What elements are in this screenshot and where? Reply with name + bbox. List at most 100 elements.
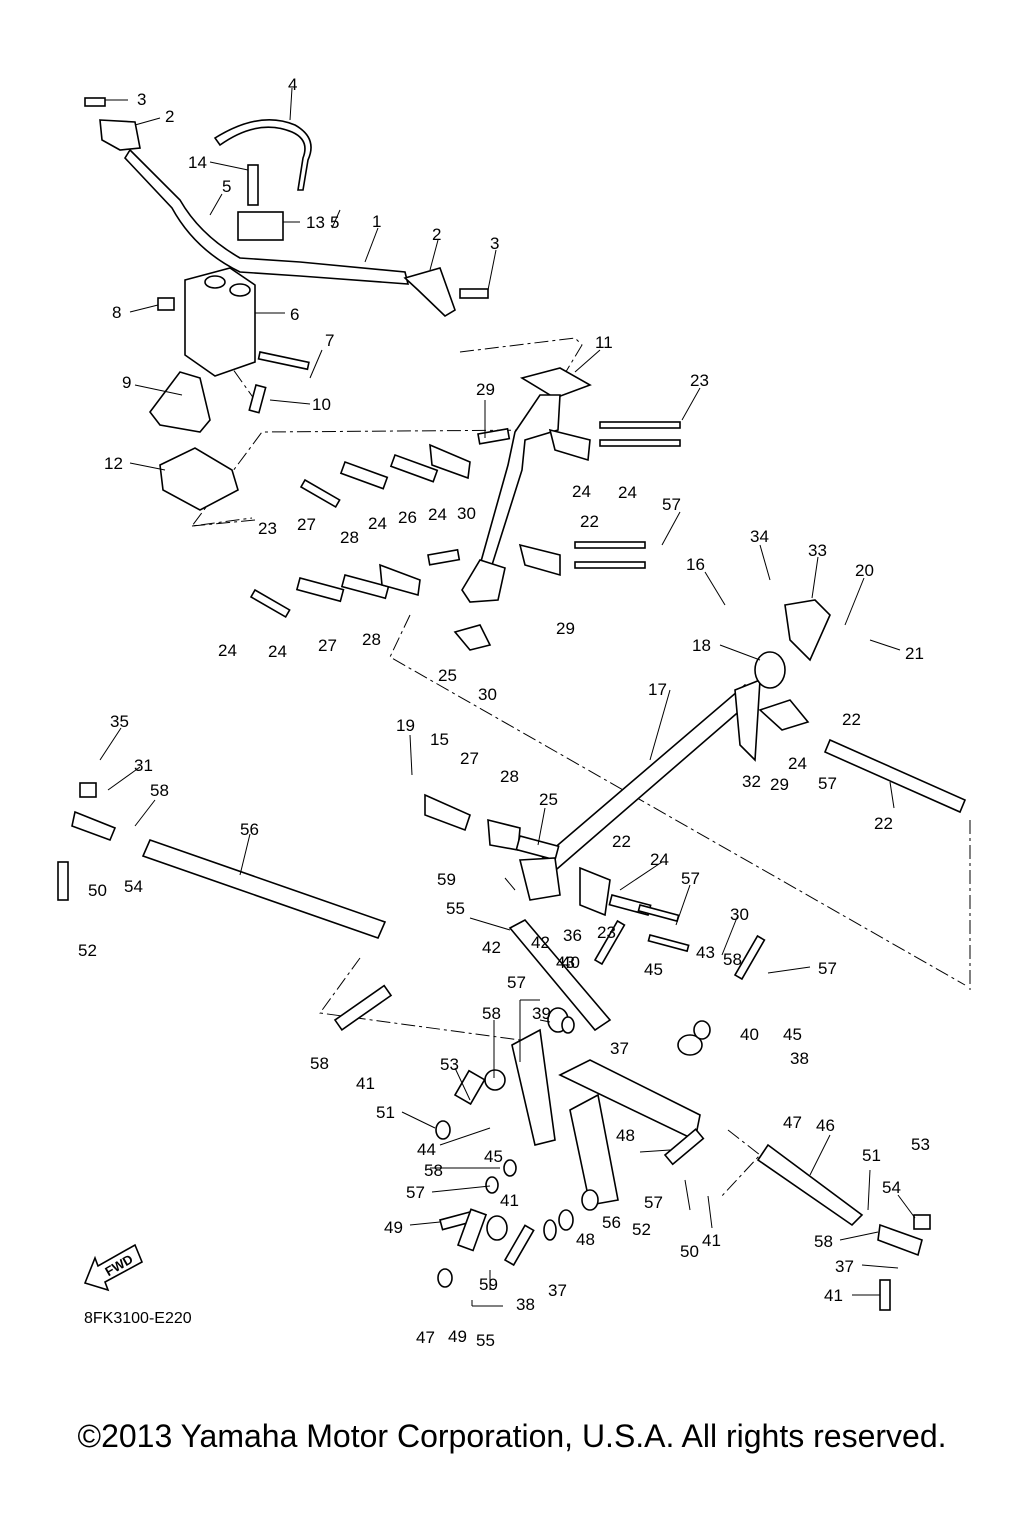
- callout-number: 25: [539, 790, 558, 809]
- callout-number: 24: [788, 754, 807, 773]
- callout-number: 2: [165, 107, 174, 126]
- callout-number: 33: [808, 541, 827, 560]
- bracket: [148, 371, 267, 433]
- callout-number: 38: [790, 1049, 809, 1068]
- callout-number: 34: [750, 527, 769, 546]
- callout-number: 41: [500, 1191, 519, 1210]
- leader-lines: [99, 87, 916, 1307]
- callout-number: 26: [398, 508, 417, 527]
- clamp: [237, 164, 284, 241]
- callout-number: 57: [818, 774, 837, 793]
- callout-number: 51: [376, 1103, 395, 1122]
- callout-number: 50: [88, 881, 107, 900]
- cover: [159, 447, 239, 511]
- callout-number: 30: [730, 905, 749, 924]
- callout-number: 6: [290, 305, 299, 324]
- callout-number: 27: [318, 636, 337, 655]
- callout-number: 17: [648, 680, 667, 699]
- callout-number: 57: [681, 869, 700, 888]
- callout-number: 40: [561, 953, 580, 972]
- callout-number: 10: [312, 395, 331, 414]
- fwd-arrow-icon: FWD: [83, 1243, 144, 1292]
- rod-right: [756, 1143, 931, 1311]
- rod-left: [57, 782, 387, 939]
- callout-number: 46: [816, 1116, 835, 1135]
- callout-number: 58: [482, 1004, 501, 1023]
- callout-number: 37: [548, 1281, 567, 1300]
- callout-number: 7: [325, 331, 334, 350]
- callout-number: 18: [692, 636, 711, 655]
- callout-number: 50: [680, 1242, 699, 1261]
- callout-number: 45: [644, 960, 663, 979]
- callout-number: 48: [616, 1126, 635, 1145]
- callout-number: 29: [476, 380, 495, 399]
- upper-linkage: [249, 421, 681, 651]
- callout-number: 24: [572, 482, 591, 501]
- callout-number: 24: [268, 642, 287, 661]
- diagram-code: 8FK3100-E220: [84, 1310, 192, 1327]
- callout-number: 58: [150, 781, 169, 800]
- cable: [213, 119, 312, 191]
- callout-number: 57: [406, 1183, 425, 1202]
- callout-number: 52: [632, 1220, 651, 1239]
- callout-number: 3: [490, 234, 499, 253]
- callout-number: 45: [484, 1147, 503, 1166]
- callout-number: 19: [396, 716, 415, 735]
- callout-number: 11: [595, 333, 613, 352]
- callout-number: 21: [905, 644, 924, 663]
- callout-number: 47: [783, 1113, 802, 1132]
- callout-number: 24: [618, 483, 637, 502]
- callout-number: 24: [218, 641, 237, 660]
- callout-number: 49: [448, 1327, 467, 1346]
- callout-number: 32: [742, 772, 761, 791]
- callout-number: 57: [644, 1193, 663, 1212]
- callout-number: 30: [457, 504, 476, 523]
- callout-number: 59: [479, 1275, 498, 1294]
- callout-number: 24: [650, 850, 669, 869]
- callout-number: 24: [428, 505, 447, 524]
- callout-number: 22: [612, 832, 631, 851]
- callout-number: 31: [134, 756, 153, 775]
- callout-number: 3: [137, 90, 146, 109]
- callout-number: 16: [686, 555, 705, 574]
- callout-number: 24: [368, 514, 387, 533]
- callout-number: 44: [417, 1140, 436, 1159]
- callout-number: 36: [563, 926, 582, 945]
- callout-number: 56: [602, 1213, 621, 1232]
- callout-number: 5: [222, 177, 231, 196]
- callout-number: 41: [702, 1231, 721, 1250]
- callout-number: 23: [597, 923, 616, 942]
- callout-number: 47: [416, 1328, 435, 1347]
- callout-number: 53: [440, 1055, 459, 1074]
- callout-number: 58: [723, 950, 742, 969]
- callout-number: 12: [104, 454, 123, 473]
- callout-number: 57: [662, 495, 681, 514]
- callout-number: 57: [507, 973, 526, 992]
- callout-number: 27: [460, 749, 479, 768]
- callout-number: 58: [424, 1161, 443, 1180]
- callout-number: 41: [824, 1286, 843, 1305]
- shaft: [536, 599, 831, 877]
- callout-number: 30: [478, 685, 497, 704]
- callout-number: 42: [482, 938, 501, 957]
- callout-number: 51: [862, 1146, 881, 1165]
- callout-number: 4: [288, 75, 297, 94]
- copyright: ©2013 Yamaha Motor Corporation, U.S.A. A…: [77, 1418, 947, 1454]
- callout-number: 25: [438, 666, 457, 685]
- callout-number: 52: [78, 941, 97, 960]
- callout-number: 45: [783, 1025, 802, 1044]
- callout-number: 9: [122, 373, 131, 392]
- callout-number: 35: [110, 712, 129, 731]
- lower-mechanism: [333, 793, 766, 1288]
- callout-number: 29: [770, 775, 789, 794]
- column-holder: [157, 267, 310, 377]
- callout-number: 28: [500, 767, 519, 786]
- callout-number: 20: [855, 561, 874, 580]
- callout-number: 55: [476, 1331, 495, 1350]
- callout-number: 14: [188, 153, 207, 172]
- callout-number: 23: [690, 371, 709, 390]
- callout-number: 8: [112, 303, 121, 322]
- callout-number: 22: [580, 512, 599, 531]
